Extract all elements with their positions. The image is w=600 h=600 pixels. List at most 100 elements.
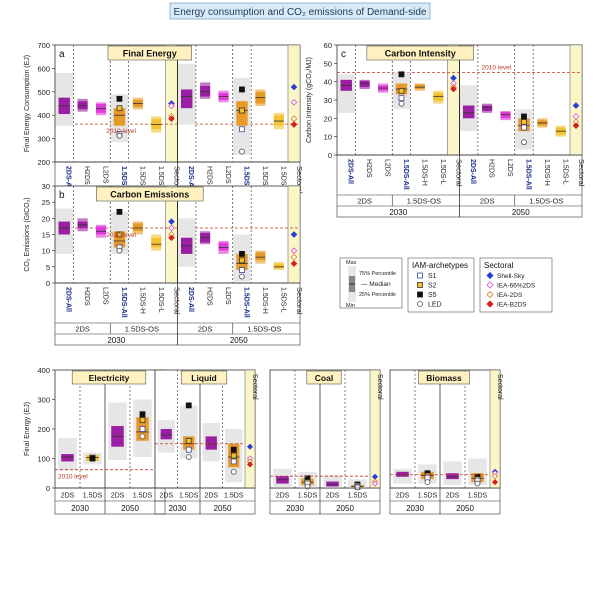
group-label: 2DS: [480, 197, 495, 206]
subpanel-title-box: [306, 370, 342, 385]
y-tick-label: 50: [324, 59, 332, 68]
box-category-label: 1.5DS-H: [138, 287, 145, 314]
y-tick-label: 400: [37, 111, 50, 120]
archetype-marker-led: [424, 479, 431, 486]
box-lower-tail: [255, 260, 266, 264]
box-category-label: 2DS: [61, 493, 75, 500]
box-lower-tail: [132, 107, 143, 110]
box-iqr: [95, 226, 107, 235]
box-upper-tail: [218, 90, 229, 93]
box-category-label: 1.5DS-L: [279, 166, 286, 192]
sectoral-label: Sectoral: [577, 159, 586, 187]
archetype-marker-s5: [239, 250, 245, 257]
legend-p25: 25% Percentile: [359, 292, 396, 298]
box-category-label: 1.5DS: [468, 493, 488, 500]
archetype-marker-s5: [521, 113, 527, 120]
legend-sectoral-marker: [486, 290, 494, 299]
subpanel-title: Electricity: [89, 373, 130, 383]
sectoral-label: Sectoral: [496, 374, 503, 400]
box-iqr: [200, 85, 211, 97]
archetype-marker-s5: [89, 455, 96, 462]
subpanel-title: Liquid: [191, 373, 217, 383]
figure-title-group: Energy consumption and CO₂ emissions of …: [169, 2, 431, 20]
box-upper-tail: [377, 83, 389, 86]
y-axis-label: Carbon Intensity (gCO₂/MJ): [306, 57, 313, 143]
archetype-marker-s5: [139, 411, 146, 418]
box-category-label: 2DS: [446, 493, 460, 500]
box-category-label: 2DS-All: [469, 159, 476, 184]
year-label: 2030: [406, 504, 424, 513]
y-tick-label: 60: [324, 41, 332, 50]
archetype-marker-led: [185, 454, 192, 460]
box-iqr: [113, 108, 126, 126]
y-tick-label: 200: [37, 425, 50, 434]
box-lower-tail: [132, 231, 143, 235]
figure-title-box: [169, 2, 431, 20]
group-label: 1.5DS-OS: [529, 197, 563, 206]
box-upper-tail: [200, 82, 211, 86]
archetype-marker-s2: [116, 105, 123, 112]
box-lower-tail: [377, 90, 389, 93]
box-category-label: 1.5DS: [348, 493, 368, 500]
box-lower-tail: [414, 89, 425, 91]
box-category-label: 1.5DS-H: [543, 159, 550, 186]
archetype-marker-s2: [398, 87, 405, 94]
box-iqr: [500, 111, 511, 119]
legend-archetype-marker: [417, 272, 423, 279]
box-upper-tail: [95, 224, 107, 227]
box-lower-tail: [273, 125, 284, 130]
group-label: 1.5DS-OS: [125, 325, 159, 334]
figure-title: Energy consumption and CO₂ emissions of …: [174, 7, 427, 18]
box-iqr: [326, 481, 339, 487]
legend-sectoral-marker: [486, 281, 494, 289]
y-tick-label: 400: [37, 366, 50, 375]
box-upper-tail: [77, 218, 88, 222]
archetype-marker-led: [239, 273, 245, 280]
box-iqr: [151, 118, 162, 130]
legend-archetypes-title: IAM-archetypes: [412, 261, 468, 270]
box-category-label: 1.5DS-L: [561, 159, 568, 185]
y-axis-label: CO₂ Emissions (GtCO₂): [24, 197, 31, 271]
box-upper-tail: [95, 102, 107, 104]
box-upper-tail: [255, 89, 266, 92]
archetype-marker-led: [230, 468, 237, 475]
archetype-marker-s1: [139, 426, 146, 432]
box-lower-tail: [95, 112, 107, 116]
box-iqr: [446, 473, 459, 480]
sectoral-strip: [569, 44, 583, 156]
box-category-label: 1.5DS-H: [138, 166, 145, 193]
box-iqr: [151, 237, 162, 248]
archetype-marker-led: [474, 480, 481, 487]
sectoral-label: Sectoral: [376, 374, 383, 400]
subpanel-title-box: [180, 370, 228, 385]
sectoral-marker: [450, 85, 457, 93]
reference-label: 2010 level: [58, 474, 88, 481]
archetype-marker-s5: [116, 208, 123, 215]
box-lower-tail: [218, 250, 229, 254]
sectoral-marker: [290, 231, 298, 238]
plot-frame: [269, 369, 381, 489]
box-upper-tail: [151, 116, 162, 119]
year-label: 2030: [169, 504, 187, 513]
box-iqr: [77, 101, 88, 110]
box-lower-tail: [200, 242, 211, 245]
box-category-label: 2DS: [396, 493, 410, 500]
box-category-label: H2DS: [365, 159, 372, 178]
y-tick-label: 0: [46, 279, 50, 288]
archetype-marker-s1: [239, 126, 245, 133]
box-category-label: 1.5DS-L: [439, 159, 446, 185]
subpanel-electricity: 2010 levelSectoralElectricity2DS1.5DS2DS…: [54, 369, 168, 515]
box-category-label: H2DS: [206, 166, 213, 185]
box-upper-tail: [255, 250, 266, 253]
y-tick-label: 10: [324, 133, 332, 142]
box-upper-tail: [273, 261, 284, 264]
box-iqr: [113, 231, 126, 248]
panel-letter: c: [341, 49, 346, 60]
box-category-label: 1.5DS-All: [242, 287, 249, 318]
box-upper-tail: [151, 234, 162, 238]
legend-archetype-marker: [417, 301, 423, 307]
box-upper-tail: [359, 79, 370, 81]
